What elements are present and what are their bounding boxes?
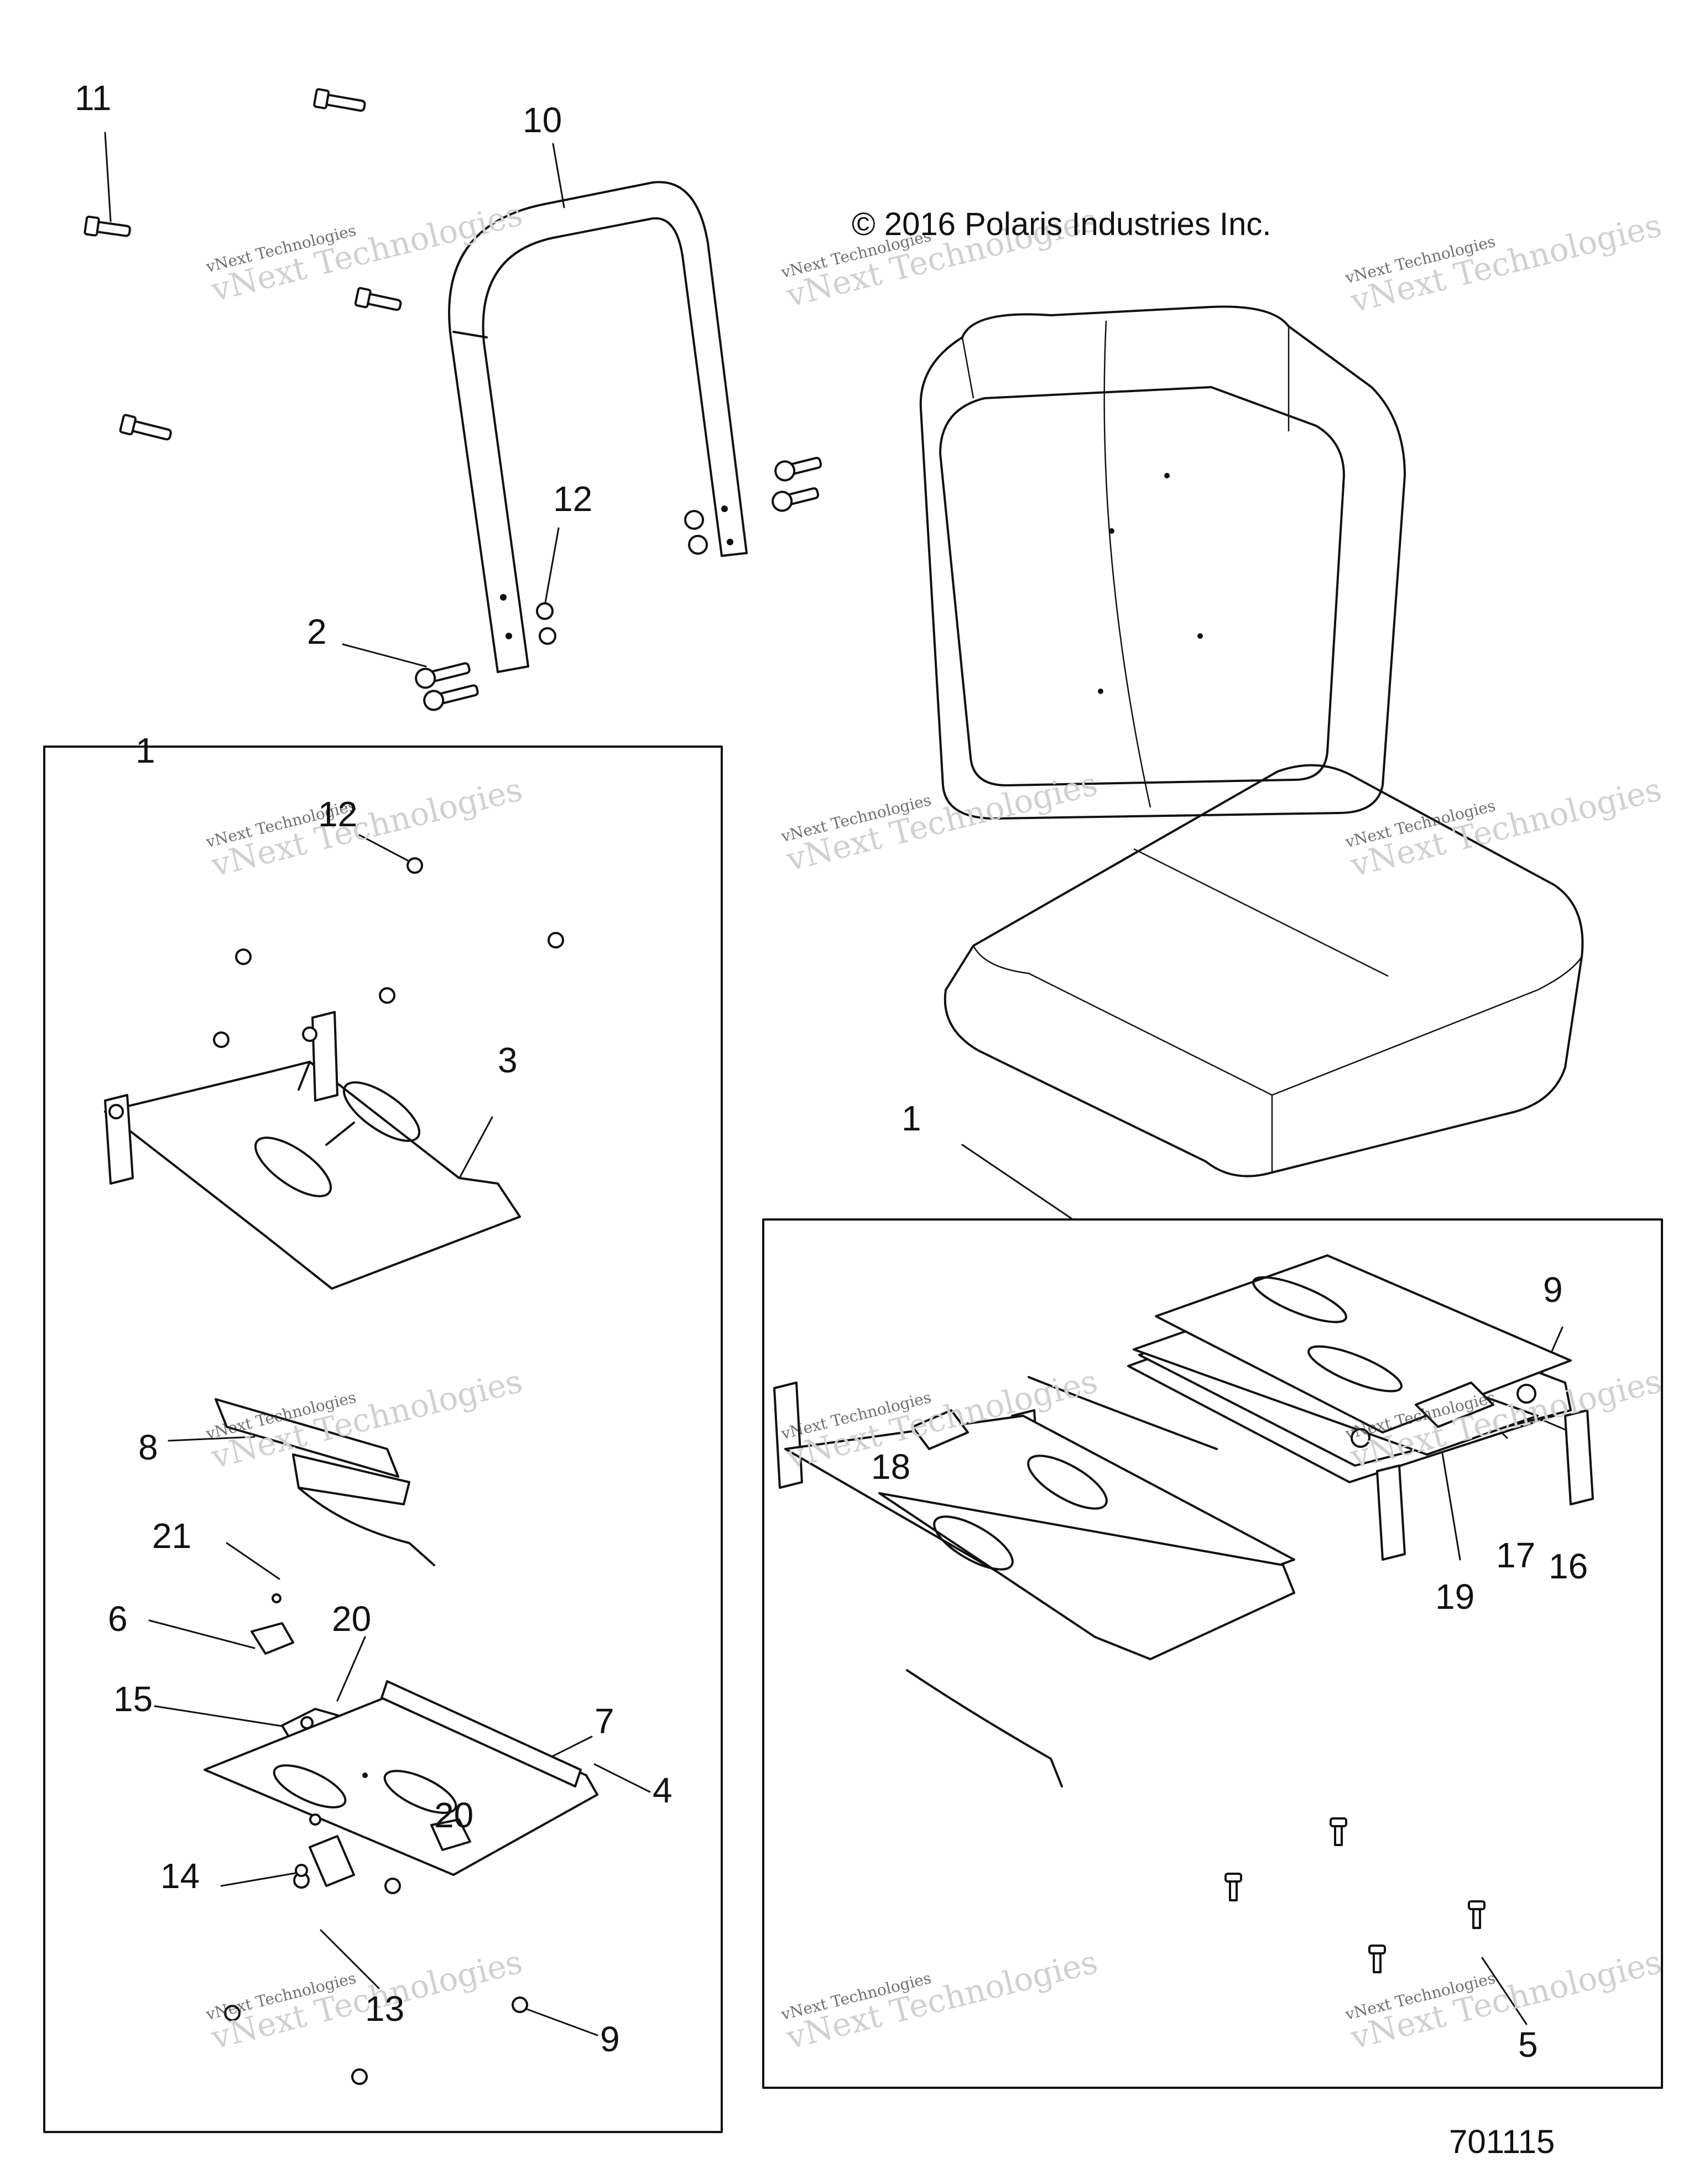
bracket-item-13 bbox=[295, 1813, 355, 1887]
callout-12-top: 12 bbox=[553, 479, 593, 519]
bolts-item-11 bbox=[84, 88, 402, 441]
callout-15: 15 bbox=[113, 1679, 153, 1719]
callout-21: 21 bbox=[152, 1516, 192, 1556]
seat-bottom-cushion bbox=[944, 764, 1584, 1177]
callout-9-right: 9 bbox=[1543, 1270, 1563, 1310]
screws-item-5 bbox=[1224, 1817, 1486, 1973]
grab-bar-fasteners bbox=[415, 457, 822, 711]
callout-1-left: 1 bbox=[135, 731, 155, 770]
seat-back-cushion bbox=[919, 305, 1406, 820]
seat-base-plate-item-3 bbox=[104, 1011, 521, 1290]
callout-17: 17 bbox=[1496, 1535, 1536, 1575]
slide-rail-item-8 bbox=[215, 1398, 435, 1566]
callout-10: 10 bbox=[523, 100, 562, 140]
lower-plate-item-4 bbox=[204, 1680, 598, 1876]
callout-3: 3 bbox=[498, 1040, 518, 1080]
callout-7: 7 bbox=[595, 1701, 614, 1741]
left-kit-frame bbox=[43, 746, 723, 2133]
right-kit-frame bbox=[762, 1218, 1663, 2089]
callout-11: 11 bbox=[75, 78, 112, 118]
callout-5: 5 bbox=[1518, 2025, 1538, 2065]
callout-14: 14 bbox=[160, 1856, 200, 1896]
callout-19: 19 bbox=[1435, 1577, 1475, 1617]
right-kit-assembled-base bbox=[773, 1254, 1594, 1787]
callout-6: 6 bbox=[108, 1599, 128, 1639]
callout-1-right: 1 bbox=[901, 1098, 921, 1138]
leader-lines bbox=[104, 132, 1586, 2036]
callout-16: 16 bbox=[1549, 1546, 1588, 1586]
drawing-number: 701115 bbox=[1449, 2123, 1555, 2160]
callout-4: 4 bbox=[653, 1770, 673, 1810]
callout-12-left-kit: 12 bbox=[318, 794, 358, 834]
grab-bar-item-10 bbox=[448, 181, 748, 673]
callout-8: 8 bbox=[138, 1427, 158, 1467]
left-kit-nuts bbox=[213, 857, 564, 2085]
copyright-notice: © 2016 Polaris Industries Inc. bbox=[852, 206, 1271, 242]
callout-13: 13 bbox=[365, 1989, 405, 2029]
callout-18: 18 bbox=[871, 1447, 911, 1487]
callout-2: 2 bbox=[307, 612, 327, 651]
callout-9-left: 9 bbox=[600, 2019, 620, 2059]
callout-20-upper: 20 bbox=[332, 1599, 372, 1639]
callout-20-lower: 20 bbox=[434, 1795, 474, 1835]
